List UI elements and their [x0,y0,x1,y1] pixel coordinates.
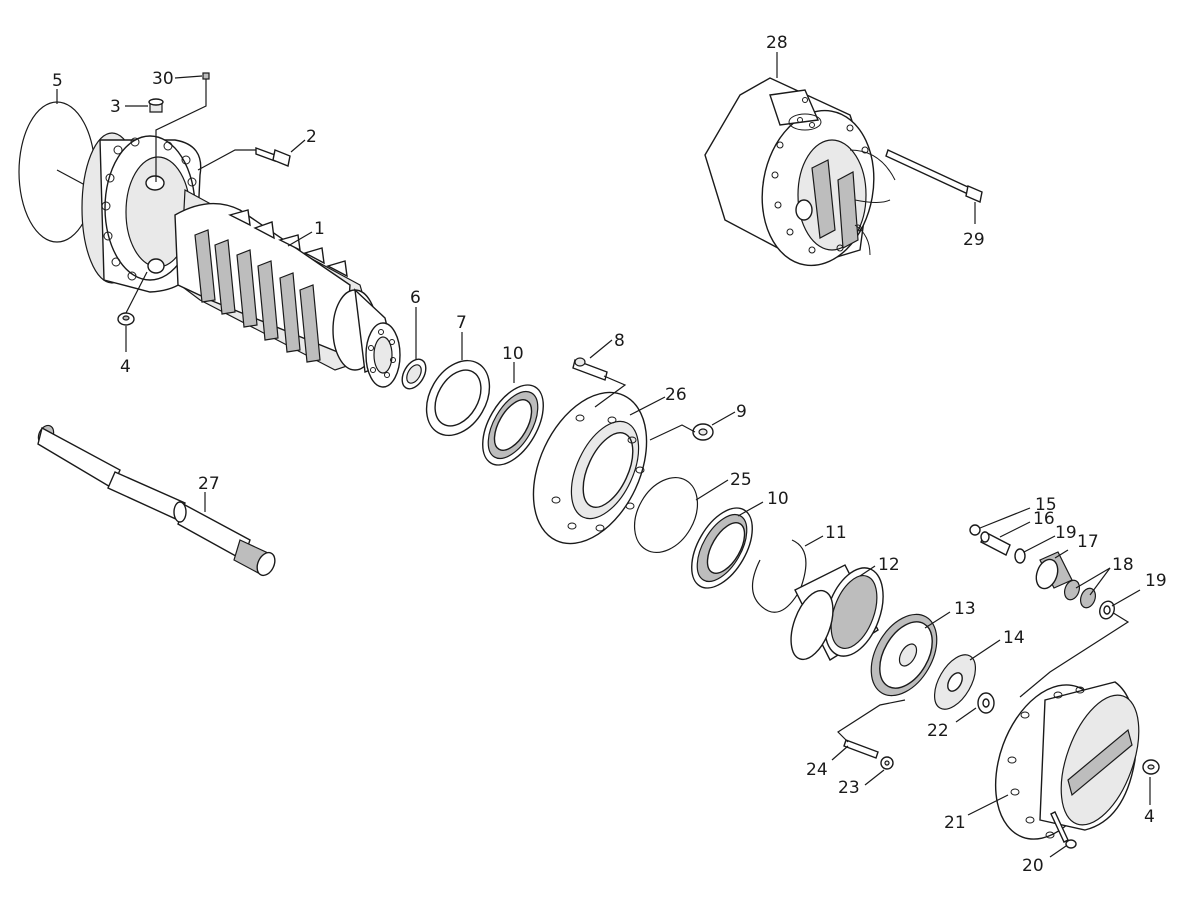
part-25-o-ring [633,477,699,553]
callout-28: 28 [766,33,788,53]
callout-27: 27 [198,474,220,494]
part-18-needle-bearings [1063,579,1097,609]
part-6-ring [401,358,427,390]
callout-17: 17 [1077,532,1099,552]
part-12-ring-gear [790,564,884,662]
callout-9: 9 [736,402,747,422]
part-20-screw [1050,811,1077,849]
part-10-bearing-lower [691,507,753,589]
part-19-washer-upper [1014,548,1026,564]
part-10-bearing-upper [482,384,544,466]
part-1-axle-housing [81,132,401,388]
callout-11: 11 [825,523,847,543]
callout-4-right: 4 [1144,807,1155,827]
part-16-pin [980,531,1011,556]
part-21-hub-cover [994,605,1140,840]
part-23-bolt [880,756,894,770]
part-4-nut-right [1142,759,1160,775]
callout-19-lower: 19 [1145,571,1167,591]
callout-12: 12 [878,555,900,575]
callout-18: 18 [1112,555,1134,575]
part-13-gear-carrier [870,613,938,697]
callout-13: 13 [954,599,976,619]
part-22-washer [977,692,995,714]
callout-labels: 5 3 30 2 1 4 6 7 10 8 26 9 25 10 11 12 1… [52,33,1167,876]
part-30-plug [155,72,210,182]
part-26-wheel-hub [532,391,648,545]
leader-lines [56,52,1151,858]
part-28-drive-housing [704,77,896,267]
callout-5: 5 [52,71,63,91]
callout-24: 24 [806,760,828,780]
part-4-nut-left [117,271,148,326]
callout-15: 15 [1035,495,1057,515]
part-19-washer-lower [1099,600,1115,620]
part-24-pin [837,699,906,759]
callout-10-upper: 10 [502,344,524,364]
callout-14: 14 [1003,628,1025,648]
callout-6: 6 [410,288,421,308]
callout-30: 30 [152,69,174,89]
part-27-axle-shaft [37,424,276,577]
callout-4-left: 4 [120,357,131,377]
part-14-disc [933,654,977,710]
callout-16: 16 [1033,509,1055,529]
callout-19-upper: 19 [1055,523,1077,543]
part-8-stud [572,357,627,408]
callout-26: 26 [665,385,687,405]
part-9-nut [649,423,714,441]
part-2-bolt [197,146,291,171]
callout-29: 29 [963,230,985,250]
callout-2: 2 [306,127,317,147]
part-15-ring [969,524,981,536]
callout-3: 3 [110,97,121,117]
callout-8: 8 [614,331,625,351]
part-11-snap-ring [751,539,807,613]
callout-22: 22 [927,721,949,741]
callout-20: 20 [1022,856,1044,876]
callout-1: 1 [314,219,325,239]
part-29-long-bolt [885,149,983,203]
callout-25: 25 [730,470,752,490]
callout-7: 7 [456,313,467,333]
part-3-breather [148,98,164,113]
callout-21: 21 [944,813,966,833]
callout-23: 23 [838,778,860,798]
callout-10-lower: 10 [767,489,789,509]
part-7-seal [425,359,491,437]
